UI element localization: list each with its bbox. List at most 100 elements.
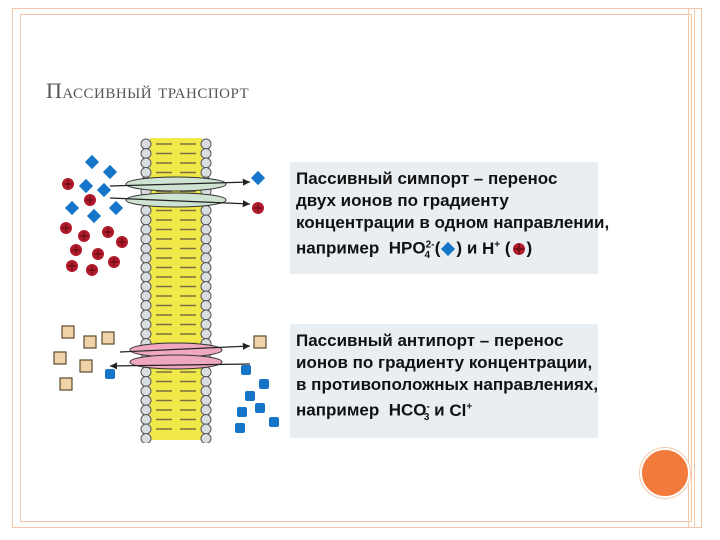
lipid-head — [140, 271, 152, 283]
lipid-head — [140, 281, 152, 292]
lipid-head — [140, 395, 152, 406]
tan-square-ion — [61, 325, 75, 339]
arrow-right — [119, 342, 251, 353]
blue-diamond-ion — [86, 208, 102, 224]
lipid-head — [140, 404, 152, 416]
connector: и — [466, 238, 478, 258]
tan-square-ion — [253, 335, 267, 349]
lipid-head — [140, 414, 152, 425]
example-prefix: например — [296, 400, 380, 420]
blue-diamond-ion — [250, 170, 266, 186]
red-circle-icon — [512, 243, 525, 256]
antiport-channel — [129, 354, 223, 370]
blue-diamond-ion — [64, 200, 80, 216]
lipid-head — [140, 243, 152, 254]
lipid-head — [140, 262, 152, 273]
blue-diamond-ion — [102, 164, 118, 180]
antiport-line: Пассивный антипорт – перенос — [296, 331, 564, 350]
lipid-head — [200, 433, 212, 443]
blue-square-ion — [105, 369, 115, 379]
antiport-line: в противоположных направлениях, — [296, 375, 599, 394]
lipid-head — [200, 205, 212, 216]
lipid-head — [200, 423, 212, 435]
slide-frame-outer — [12, 8, 702, 528]
tan-square-ion — [101, 331, 115, 345]
arrow-right — [109, 197, 251, 208]
lipid-head — [200, 281, 212, 292]
lipid-head — [200, 319, 212, 330]
lipid-head — [200, 366, 212, 378]
lipid-head — [200, 233, 212, 245]
blue-diamond-ion — [108, 200, 124, 216]
lipid-head — [200, 243, 212, 254]
frame-rule — [688, 8, 689, 528]
ion-formula: H+ — [482, 238, 501, 258]
lipid-head — [200, 300, 212, 311]
antiport-example: например HCO-3 и Cl+ — [296, 396, 592, 429]
decorative-orange-circle — [640, 448, 690, 498]
lipid-head — [140, 138, 152, 150]
antiport-line: ионов по градиенту концентрации, — [296, 353, 593, 372]
lipid-head — [200, 224, 212, 235]
lipid-head — [200, 395, 212, 406]
lipid-head — [140, 366, 152, 378]
lipid-head — [140, 214, 152, 226]
ion-formula: Cl+ — [449, 400, 473, 420]
lipid-head — [140, 148, 152, 159]
blue-square-ion — [255, 403, 265, 413]
lipid-head — [140, 157, 152, 169]
lipid-head — [140, 309, 152, 321]
lipid-head — [200, 328, 212, 340]
arrow-right — [109, 178, 251, 187]
lipid-head — [140, 376, 152, 387]
ion-formula: HCO-3 — [388, 400, 430, 424]
lipid-head — [200, 214, 212, 226]
tan-square-ion — [79, 359, 93, 373]
lipid-head — [200, 385, 212, 397]
symport-channel — [125, 192, 227, 208]
lipid-head — [140, 252, 152, 264]
slide-frame-inner — [20, 14, 692, 522]
lipid-head — [200, 167, 212, 178]
blue-diamond-icon — [441, 242, 456, 257]
frame-rule — [694, 8, 695, 528]
blue-square-ion — [245, 391, 255, 401]
blue-square-ion — [235, 423, 245, 433]
lipid-head — [200, 404, 212, 416]
lipid-head — [200, 252, 212, 264]
blue-square-ion — [237, 407, 247, 417]
lipid-head — [200, 157, 212, 169]
ion-formula: HPO2-4 — [388, 238, 435, 262]
lipid-head — [200, 290, 212, 302]
lipid-head — [140, 167, 152, 178]
lipid-head — [140, 385, 152, 397]
lipid-head — [200, 138, 212, 150]
lipid-head — [200, 271, 212, 283]
lipid-head — [140, 290, 152, 302]
blue-square-ion — [241, 365, 251, 375]
blue-diamond-ion — [84, 154, 100, 170]
lipid-head — [200, 376, 212, 387]
blue-square-ion — [269, 417, 279, 427]
tan-square-ion — [53, 351, 67, 365]
symport-line: Пассивный симпорт – перенос — [296, 169, 558, 188]
blue-square-ion — [259, 379, 269, 389]
antiport-box: Пассивный антипорт – перенос ионов по гр… — [290, 324, 598, 438]
transport-channels — [109, 176, 251, 370]
lipid-head — [140, 319, 152, 330]
symport-line: концентрации в одном направлении, — [296, 213, 610, 232]
lipid-head — [140, 423, 152, 435]
tan-square-ion — [83, 335, 97, 349]
lipid-bilayer — [140, 138, 212, 443]
blue-diamond-ion — [78, 178, 94, 194]
connector: и — [434, 400, 445, 420]
membrane-illustration — [53, 138, 279, 443]
blue-diamond-ion — [96, 182, 112, 198]
lipid-head — [140, 433, 152, 443]
lipid-head — [140, 233, 152, 245]
symport-example: например HPO2-4 () и H+ () — [296, 238, 533, 262]
tan-square-ion — [59, 377, 73, 391]
symport-box: Пассивный симпорт – перенос двух ионов п… — [290, 162, 610, 274]
lipid-head — [200, 414, 212, 425]
lipid-head — [200, 148, 212, 159]
